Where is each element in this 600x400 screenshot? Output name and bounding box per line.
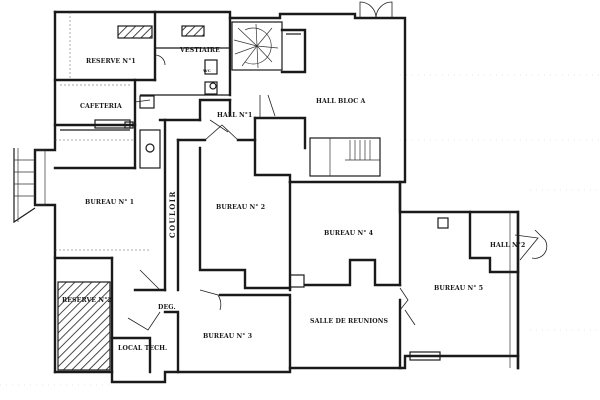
room-label-local-tech: LOCAL TECH. [118, 345, 167, 352]
wc-fixture-icon [204, 81, 218, 95]
toilet-icon [209, 82, 217, 90]
room-label-bureau1: BUREAU N° 1 [85, 199, 134, 206]
room-labels: RESERVE N°1 VESTIAIRE CAFETERIA HALL N°1… [62, 47, 525, 352]
room-label-reserve1: RESERVE N°1 [86, 58, 136, 65]
exterior-stair [13, 148, 46, 224]
sink-icon [139, 95, 155, 109]
room-label-salle-reunions: SALLE DE REUNIONS [310, 318, 389, 325]
fixtures [94, 59, 218, 153]
room-label-couloir: COULOIR [168, 190, 177, 238]
wc-label: WC [202, 68, 211, 73]
room-label-bureau2: BUREAU N° 2 [216, 204, 265, 211]
room-label-deg: DEG. [158, 304, 176, 311]
room-label-bureau4: BUREAU N° 4 [324, 230, 374, 237]
room-label-bureau5: BUREAU N° 5 [434, 285, 483, 292]
doors [127, 1, 548, 331]
room-label-cafeteria: CAFETERIA [80, 103, 122, 110]
room-label-hall2: HALL N°2 [490, 242, 525, 249]
room-label-hall1: HALL N°1 [217, 112, 252, 119]
sink-icon [124, 121, 134, 129]
room-label-hall-bloc-a: HALL BLOC A [316, 98, 366, 105]
wc-fixture-icon [204, 59, 218, 75]
room-label-reserve2: RESERVE N°2 [62, 297, 112, 304]
interior-walls [53, 10, 520, 374]
kitchen-counter-icon [94, 119, 131, 129]
toilet-icon [145, 143, 155, 153]
dimension-lines [55, 12, 150, 251]
room-label-bureau3: BUREAU N° 3 [203, 333, 252, 340]
room-label-vestiaire: VESTIAIRE [179, 47, 220, 54]
scan-background [0, 74, 600, 386]
